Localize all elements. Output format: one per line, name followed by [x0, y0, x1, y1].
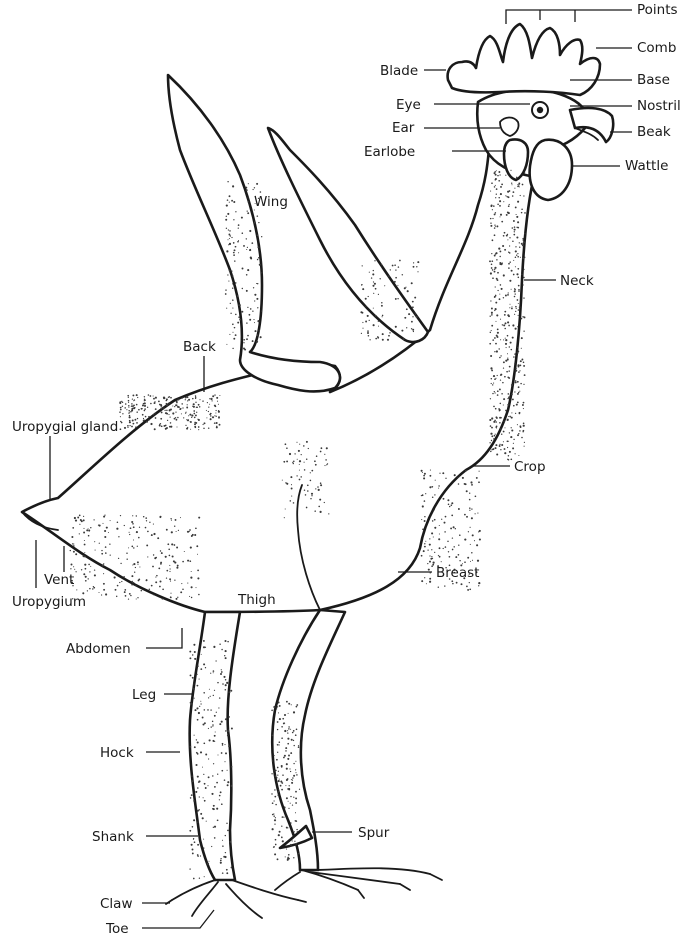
- label-back: Back: [183, 339, 216, 355]
- label-ear: Ear: [392, 120, 415, 136]
- label-eye: Eye: [396, 97, 421, 113]
- label-earlobe: Earlobe: [364, 144, 415, 160]
- label-neck: Neck: [560, 273, 594, 289]
- label-wing: Wing: [254, 194, 288, 210]
- right-foot: [275, 868, 442, 898]
- label-crop: Crop: [514, 459, 546, 475]
- label-points: Points: [637, 2, 678, 18]
- label-uropygium: Uropygium: [12, 594, 86, 610]
- wattle: [530, 140, 572, 200]
- label-blade: Blade: [380, 63, 418, 79]
- label-beak: Beak: [637, 124, 671, 140]
- label-wattle: Wattle: [625, 158, 668, 174]
- label-spur: Spur: [358, 825, 390, 841]
- comb: [448, 24, 600, 95]
- label-nostril: Nostril: [637, 98, 681, 114]
- eye-pupil: [537, 107, 543, 113]
- label-breast: Breast: [436, 565, 479, 581]
- label-uropygial-gland: Uropygial gland: [12, 419, 118, 435]
- label-vent: Vent: [44, 572, 74, 588]
- label-abdomen: Abdomen: [66, 641, 131, 657]
- label-hock: Hock: [100, 745, 134, 761]
- label-base: Base: [637, 72, 670, 88]
- label-toe: Toe: [105, 921, 129, 937]
- wing-feather-tip: [268, 128, 428, 342]
- label-comb: Comb: [637, 40, 676, 56]
- label-shank: Shank: [92, 829, 134, 845]
- left-leg: [190, 612, 240, 880]
- label-leg: Leg: [132, 687, 156, 703]
- label-thigh: Thigh: [237, 592, 276, 608]
- label-claw: Claw: [100, 896, 133, 912]
- left-foot: [166, 880, 306, 918]
